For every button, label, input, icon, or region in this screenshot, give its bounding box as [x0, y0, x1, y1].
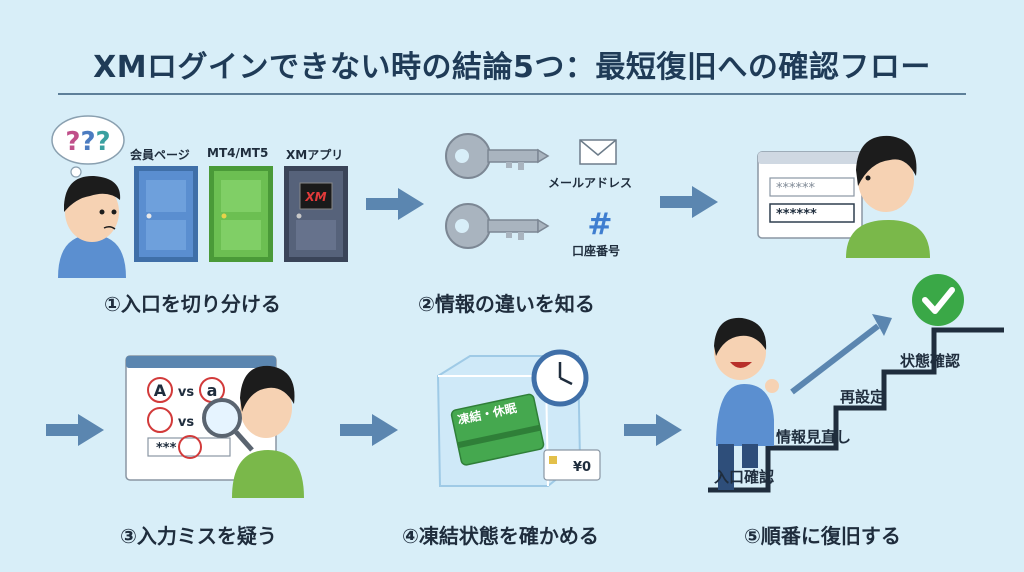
password-field: ******: [776, 207, 817, 222]
door-label-mt: MT4/MT5: [207, 146, 269, 160]
person-typing: [846, 135, 930, 258]
door-label-member: 会員ページ: [130, 148, 190, 162]
hash-icon: #: [587, 207, 612, 242]
stair-review: 情報見直し: [776, 428, 852, 446]
xm-app-logo: XM: [304, 190, 326, 204]
login-window: [757, 151, 863, 239]
stair-status: 状態確認: [900, 352, 961, 370]
vs-label-1: vs: [178, 385, 194, 400]
stair-reset: 再設定: [840, 388, 886, 406]
person-magnifier: [232, 365, 304, 498]
clock-icon: [531, 349, 589, 407]
account-label: 口座番号: [572, 244, 621, 258]
door-mt4-mt5: [209, 166, 273, 262]
page-title: XMログインできない時の結論5つ：最短復旧への確認フロー: [93, 50, 931, 85]
arrow-3-4: [340, 414, 398, 446]
balance-card: [543, 449, 601, 481]
door-label-app: XMアプリ: [286, 148, 344, 162]
caption-step5: ⑤順番に復旧する: [744, 524, 901, 548]
char-upper: A: [154, 381, 167, 400]
caption-step2: ②情報の違いを知る: [418, 292, 595, 316]
caption-step3: ③入力ミスを疑う: [120, 524, 277, 548]
confused-person: [58, 175, 126, 278]
title-divider: [58, 93, 966, 95]
key-account: [445, 203, 550, 249]
balance-amount: ¥0: [573, 460, 591, 475]
door-member-page: [134, 166, 198, 262]
frozen-card: [450, 393, 545, 466]
arrow-4-5: [624, 414, 682, 446]
door-xm-app: [284, 166, 348, 262]
vs-label-2: vs: [178, 415, 194, 430]
masked-input: ***: [156, 441, 177, 456]
arrow-2-3: [660, 186, 718, 218]
caption-step4: ④凍結状態を確かめる: [402, 524, 599, 548]
key-email: [445, 133, 550, 179]
password-field-faded: ******: [776, 181, 816, 196]
caption-step1: ①入口を切り分ける: [104, 292, 281, 316]
bubble-text: ???: [65, 127, 110, 157]
char-lower: a: [207, 381, 218, 400]
magnifier-icon: [202, 398, 254, 452]
stair-entrance: 入口確認: [714, 468, 775, 486]
email-label: メールアドレス: [548, 176, 633, 190]
arrow-into-3: [46, 414, 104, 446]
envelope-icon: [579, 139, 617, 165]
arrow-1-2: [366, 188, 424, 220]
check-sheet: [125, 355, 277, 481]
happy-person: [714, 317, 779, 490]
stairs: [708, 327, 1004, 493]
progress-arrow: [790, 314, 892, 395]
check-icon: [912, 274, 964, 326]
